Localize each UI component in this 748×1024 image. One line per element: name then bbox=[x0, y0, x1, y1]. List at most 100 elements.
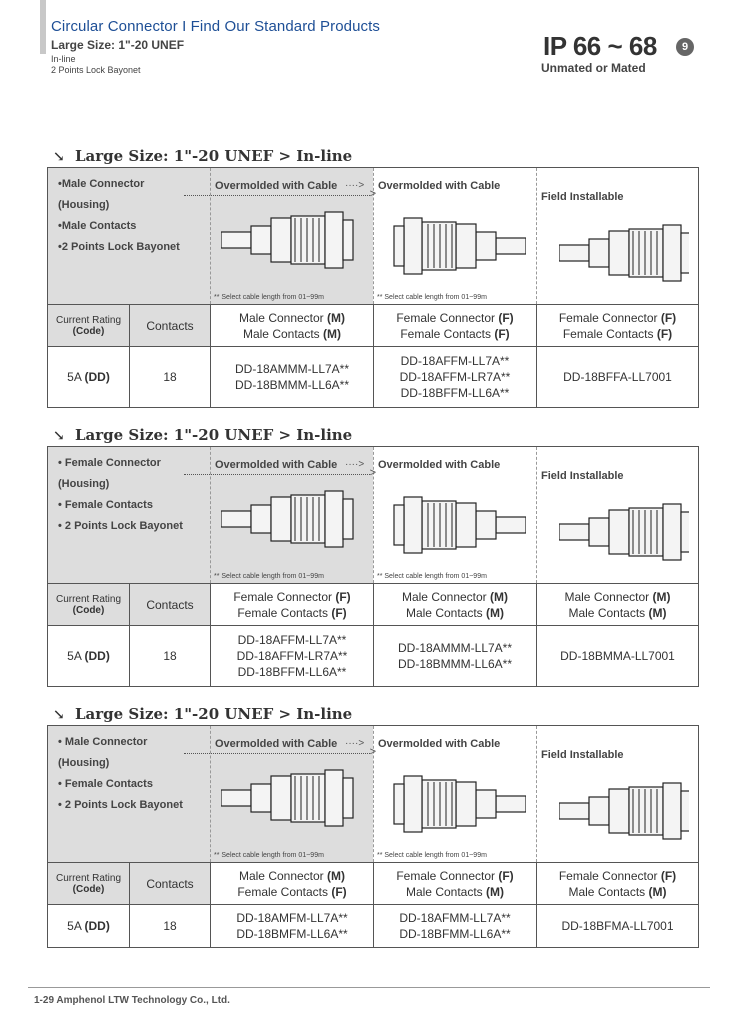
header-col-3: Male Connector (M)Male Contacts (M) bbox=[536, 584, 698, 625]
corner-arrow-icon: ↘ bbox=[53, 149, 65, 165]
part-number: DD-18BMMM-LL6A** bbox=[397, 657, 513, 671]
header-text: Male Contacts bbox=[568, 605, 649, 620]
header-current-rating: Current Rating(Code) bbox=[48, 863, 129, 904]
image-cell-overmolded-2: Overmolded with Cable ** Select cable le… bbox=[373, 168, 536, 304]
cell-label: Overmolded with Cable bbox=[215, 180, 338, 192]
image-cell-field-installable: Field Installable bbox=[536, 726, 698, 862]
header-code: (M) bbox=[490, 589, 509, 604]
cell-rating: 5A (DD) bbox=[48, 347, 129, 407]
product-table: •Male Connector (Housing) •Male Contacts… bbox=[47, 167, 699, 408]
header-text: Female Connector bbox=[396, 310, 499, 325]
header-contacts: Contacts bbox=[129, 863, 210, 904]
image-cell-field-installable: Field Installable bbox=[536, 447, 698, 583]
image-row: • Male Connector (Housing) • Female Cont… bbox=[48, 726, 698, 863]
feature-list: •Male Connector (Housing) •Male Contacts… bbox=[48, 168, 210, 304]
cell-label: Overmolded with Cable bbox=[378, 180, 501, 192]
header-text: Female Connector bbox=[233, 589, 336, 604]
image-cell-overmolded-1: Overmolded with Cable ····> ** Select ca… bbox=[210, 168, 373, 304]
section-title: ↘ Large Size: 1"-20 UNEF > In-line bbox=[53, 426, 352, 444]
feature-item: • Female Contacts bbox=[58, 499, 153, 511]
cable-length-note: ** Select cable length from 01~99m bbox=[377, 573, 487, 580]
header-text: Female Contacts bbox=[237, 884, 332, 899]
image-row: • Female Connector (Housing) • Female Co… bbox=[48, 447, 698, 584]
header-col-3: Female Connector (F)Female Contacts (F) bbox=[536, 305, 698, 346]
part-number: DD-18AMFM-LL7A** bbox=[236, 911, 348, 925]
header-text: (Code) bbox=[72, 883, 105, 895]
header-current-rating: Current Rating(Code) bbox=[48, 305, 129, 346]
cell-rating: 5A (DD) bbox=[48, 905, 129, 947]
header-text: (Code) bbox=[72, 604, 105, 616]
feature-item: • Female Connector bbox=[58, 457, 161, 469]
connector-image bbox=[559, 503, 689, 561]
connector-image bbox=[393, 775, 526, 833]
feature-item: • Male Connector bbox=[58, 736, 148, 748]
header-col-1: Male Connector (M)Male Contacts (M) bbox=[210, 305, 373, 346]
table-row: 5A (DD) 18 DD-18AMFM-LL7A**DD-18BMFM-LL6… bbox=[48, 905, 698, 947]
cell-part-numbers-1: DD-18AMMM-LL7A**DD-18BMMM-LL6A** bbox=[210, 347, 373, 407]
feature-item: •Male Connector bbox=[58, 178, 145, 190]
cell-part-numbers-2: DD-18AFMM-LL7A**DD-18BFMM-LL6A** bbox=[373, 905, 536, 947]
image-cell-overmolded-2: Overmolded with Cable ** Select cable le… bbox=[373, 726, 536, 862]
part-number: DD-18AFFM-LL7A** bbox=[237, 633, 347, 647]
section-title-text: Large Size: 1"-20 UNEF > In-line bbox=[75, 426, 353, 444]
part-number: DD-18AFMM-LL7A** bbox=[399, 911, 511, 925]
header-text: Male Connector bbox=[564, 589, 653, 604]
cell-part-numbers-3: DD-18BFFA-LL7001 bbox=[536, 347, 698, 407]
header-text: Contacts bbox=[146, 597, 194, 612]
cell-contacts: 18 bbox=[129, 905, 210, 947]
header-text: Male Connector bbox=[238, 868, 328, 883]
cable-length-note: ** Select cable length from 01~99m bbox=[214, 573, 324, 580]
cell-label: Overmolded with Cable bbox=[378, 738, 501, 750]
section-title-text: Large Size: 1"-20 UNEF > In-line bbox=[75, 147, 353, 165]
cell-contacts: 18 bbox=[129, 626, 210, 686]
page-badge: 9 bbox=[676, 38, 694, 56]
part-number: DD-18AMMM-LL7A** bbox=[397, 641, 513, 655]
header-code: (F) bbox=[660, 310, 677, 325]
dotted-arrow-icon: ····> bbox=[345, 459, 365, 470]
product-table: • Male Connector (Housing) • Female Cont… bbox=[47, 725, 699, 948]
part-number: DD-18AFFM-LR7A** bbox=[399, 370, 511, 384]
cell-label: Field Installable bbox=[541, 749, 624, 761]
header-text: Current Rating bbox=[55, 593, 122, 605]
contacts-value: 18 bbox=[163, 919, 177, 933]
header-code: (M) bbox=[486, 605, 505, 620]
corner-arrow-icon: ↘ bbox=[53, 428, 65, 444]
header-code: (M) bbox=[327, 310, 346, 325]
cell-label: Overmolded with Cable bbox=[215, 738, 338, 750]
header-text: Male Connector bbox=[401, 589, 491, 604]
connector-image bbox=[559, 782, 689, 840]
table-row: 5A (DD) 18 DD-18AMMM-LL7A**DD-18BMMM-LL6… bbox=[48, 347, 698, 407]
feature-item: •Male Contacts bbox=[58, 220, 137, 232]
section-title: ↘Large Size: 1"-20 UNEF > In-line bbox=[53, 705, 352, 723]
header-text: Male Contacts bbox=[568, 884, 649, 899]
image-cell-overmolded-2: Overmolded with Cable ** Select cable le… bbox=[373, 447, 536, 583]
header-code: (F) bbox=[660, 868, 677, 883]
feature-item: • 2 Points Lock Bayonet bbox=[58, 520, 183, 532]
rating-code: (DD) bbox=[84, 919, 110, 933]
header-code: (F) bbox=[498, 310, 514, 325]
product-table: • Female Connector (Housing) • Female Co… bbox=[47, 446, 699, 687]
section-title-text: Large Size: 1"-20 UNEF > In-line bbox=[75, 705, 353, 723]
rating-value: 5A bbox=[67, 370, 85, 384]
header-accent-bar bbox=[40, 0, 46, 54]
header-code: (M) bbox=[648, 605, 667, 620]
header-code: (M) bbox=[327, 868, 346, 883]
header-text: Current Rating bbox=[55, 872, 122, 884]
page-title: Circular Connector I Find Our Standard P… bbox=[51, 18, 381, 35]
header-code: (M) bbox=[648, 884, 667, 899]
header-text: Female Connector bbox=[396, 868, 499, 883]
part-number: DD-18AMMM-LL7A** bbox=[234, 362, 350, 376]
header-code: (F) bbox=[498, 868, 514, 883]
column-header-row: Current Rating(Code) Contacts Female Con… bbox=[48, 584, 698, 626]
header-text: Female Connector bbox=[558, 868, 661, 883]
table-row: 5A (DD) 18 DD-18AFFM-LL7A**DD-18AFFM-LR7… bbox=[48, 626, 698, 686]
rating-value: 5A bbox=[67, 649, 85, 663]
rating-value: 5A bbox=[67, 919, 85, 933]
feature-list: • Male Connector (Housing) • Female Cont… bbox=[48, 726, 210, 862]
header-text: (Code) bbox=[72, 325, 105, 337]
header-code: (M) bbox=[486, 884, 505, 899]
feature-item: (Housing) bbox=[58, 199, 110, 211]
header-line-inline: In-line bbox=[51, 54, 76, 64]
connector-image bbox=[559, 224, 689, 282]
image-cell-overmolded-1: Overmolded with Cable ····> ** Select ca… bbox=[210, 726, 373, 862]
